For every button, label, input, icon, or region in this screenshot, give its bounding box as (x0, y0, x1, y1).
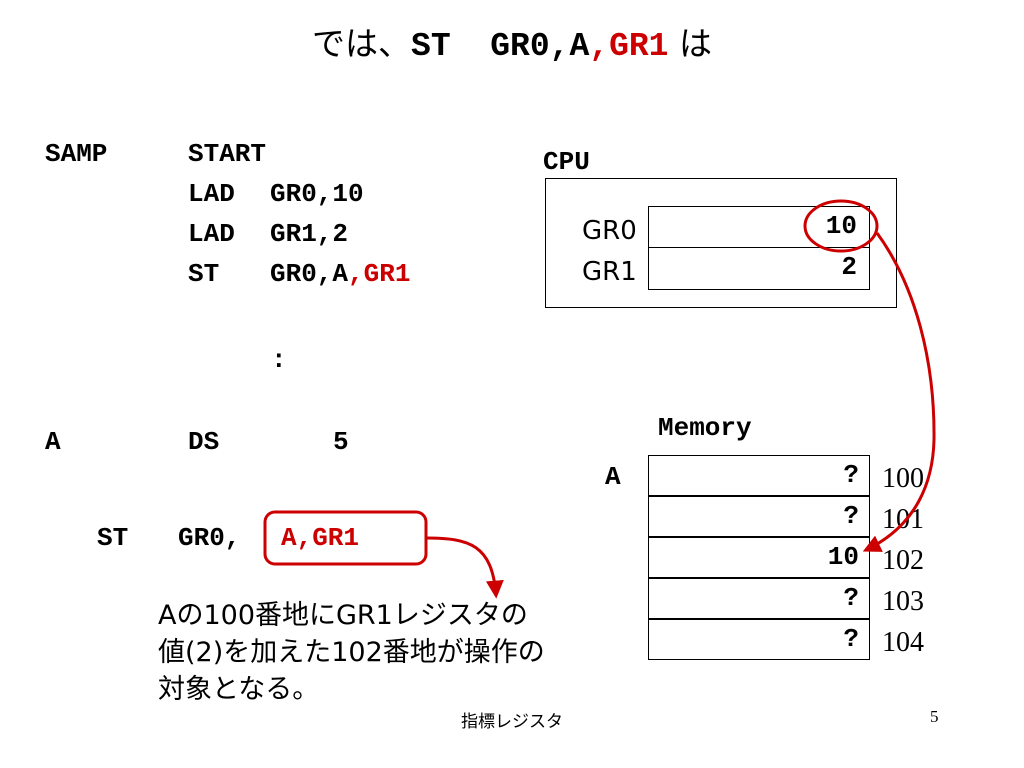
code-operands-st-plain: GR0,A (270, 259, 349, 289)
highlight-op: ST (97, 523, 129, 553)
title-op: ST (411, 28, 451, 65)
memory-cell-101: ? (648, 496, 870, 537)
code-op-lad-1: LAD (188, 179, 235, 209)
title-operand2: ,GR1 (589, 28, 669, 65)
memory-address-100: 100 (882, 463, 924, 494)
page-number: 5 (930, 707, 939, 726)
memory-address-102: 102 (882, 545, 924, 576)
code-operands-lad-2: GR1,2 (270, 219, 349, 249)
memory-cell-102: 10 (648, 537, 870, 578)
code-operands-ds: 5 (333, 427, 349, 457)
memory-cell-103: ? (648, 578, 870, 619)
description-line-1: Aの100番地にGR1レジスタの (158, 600, 528, 631)
cpu-box (545, 178, 897, 308)
memory-row-label: A (605, 462, 621, 492)
code-ellipsis: : (271, 345, 287, 375)
arrow-operand-to-description-icon (425, 536, 504, 599)
code-operands-st-red: ,GR1 (348, 259, 411, 289)
code-operands-lad-1: GR0,10 (270, 179, 364, 209)
register-gr0-cell: 10 (648, 206, 870, 249)
highlight-operand-boxed: A,GR1 (281, 523, 360, 553)
memory-address-101: 101 (882, 504, 924, 535)
register-name-gr1: GR1 (582, 257, 637, 287)
highlight-operand-plain: GR0, (178, 523, 241, 553)
title-operand1: GR0,A (490, 28, 590, 65)
arrow-gr0-to-memory-icon (862, 232, 936, 552)
memory-label: Memory (658, 413, 752, 443)
memory-address-103: 103 (882, 586, 924, 617)
memory-address-104: 104 (882, 627, 924, 658)
register-name-gr0: GR0 (582, 216, 637, 246)
code-operands-st: GR0,A,GR1 (270, 254, 410, 294)
cpu-label: CPU (543, 147, 590, 177)
memory-cell-100: ? (648, 455, 870, 496)
memory-cell-104: ? (648, 619, 870, 660)
description-text: Aの100番地にGR1レジスタの値(2)を加えた102番地が操作の対象となる。 (158, 597, 545, 708)
code-op-start: START (188, 139, 267, 169)
title-prefix: では、 (312, 24, 412, 63)
register-gr1-cell: 2 (648, 247, 870, 290)
code-label-a: A (45, 427, 61, 457)
description-line-2: 値(2)を加えた102番地が操作の (158, 637, 545, 668)
description-line-3: 対象となる。 (158, 674, 320, 705)
footer-title: 指標レジスタ (461, 712, 563, 732)
title-suffix: は (678, 24, 712, 63)
slide-title: では、ST GR0,A,GR1 は (0, 22, 1024, 69)
code-op-lad-2: LAD (188, 219, 235, 249)
gr0-highlight-ellipse (803, 199, 879, 253)
code-op-st: ST (188, 259, 220, 289)
code-label-samp: SAMP (45, 139, 108, 169)
code-op-ds: DS (188, 427, 220, 457)
operand-highlight-box (263, 510, 428, 566)
